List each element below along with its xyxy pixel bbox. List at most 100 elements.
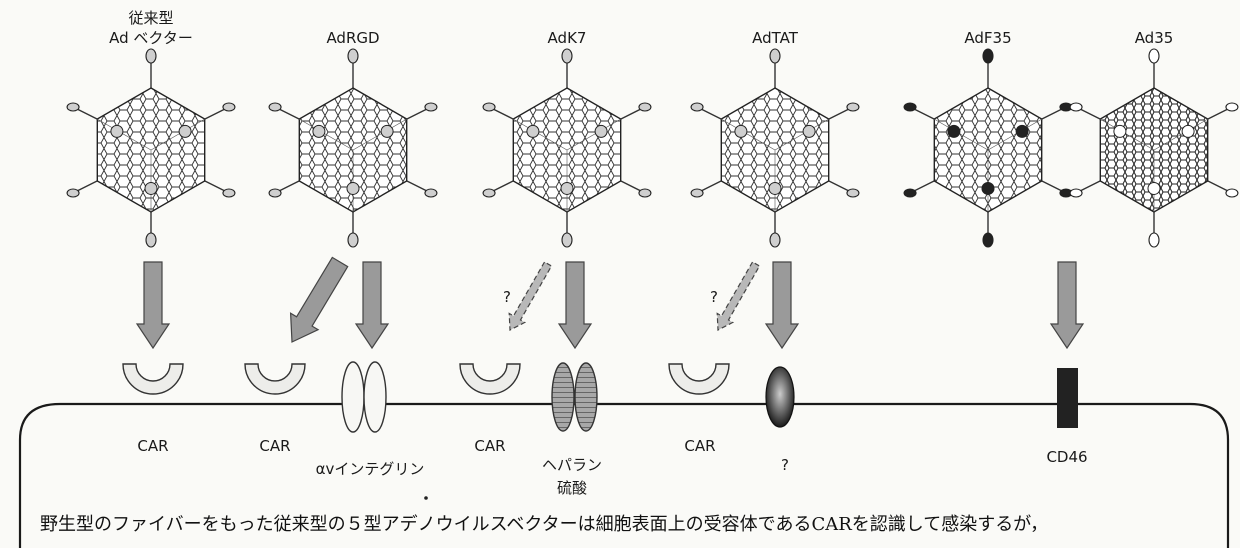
car-label-2: CAR [259, 437, 290, 455]
heparan-sulfate-right [575, 363, 597, 431]
fiber-knob [691, 103, 703, 111]
penton-base [1148, 182, 1160, 194]
fiber-knob [348, 233, 358, 247]
penton-base [111, 125, 123, 137]
fiber-knob [562, 49, 572, 63]
cd46-label: CD46 [1046, 448, 1087, 466]
penton-base [347, 182, 359, 194]
arrow-adrgd-to-integrin [356, 262, 388, 348]
heparan-sulfate-left [552, 363, 574, 431]
fiber-knob [1226, 103, 1238, 111]
fiber-knob [269, 189, 281, 197]
car-receptor-3 [460, 364, 520, 394]
virus-particle-5 [904, 49, 1072, 247]
unknown-receptor [766, 367, 794, 427]
arrow-ad35-to-cd46 [1051, 262, 1083, 348]
fiber-knob [67, 103, 79, 111]
fiber-knob [425, 189, 437, 197]
fiber-knob [223, 103, 235, 111]
car-label-1: CAR [137, 437, 168, 455]
virus-particle-3 [483, 49, 651, 247]
fiber-knob [348, 49, 358, 63]
fiber-knob [483, 103, 495, 111]
penton-base [948, 125, 960, 137]
fiber-knob [639, 103, 651, 111]
fiber-knob [146, 233, 156, 247]
virus-particle-6 [1070, 49, 1238, 247]
car-label-4: CAR [684, 437, 715, 455]
unknown-receptor-label: ? [781, 456, 789, 474]
fiber-knob [770, 233, 780, 247]
penton-base [381, 125, 393, 137]
arrow-conventional-to-car [137, 262, 169, 348]
virus-particle-2 [269, 49, 437, 247]
fiber-knob [562, 233, 572, 247]
fiber-knob [1226, 189, 1238, 197]
integrin-subunit-alpha [342, 362, 364, 432]
vector-title-adk7: AdK7 [548, 29, 587, 47]
penton-base [735, 125, 747, 137]
penton-base [179, 125, 191, 137]
car-receptor-2 [245, 364, 305, 394]
vector-title-adrgd: AdRGD [326, 29, 379, 47]
arrow-adtat-to-unknown [766, 262, 798, 348]
fiber-knob [983, 233, 993, 247]
penton-base [595, 125, 607, 137]
integrin-subunit-beta [364, 362, 386, 432]
fiber-knob [639, 189, 651, 197]
fiber-knob [904, 103, 916, 111]
heparan-label-line2: 硫酸 [557, 479, 587, 497]
penton-base [1114, 125, 1126, 137]
fiber-knob [847, 103, 859, 111]
figure-caption: 野生型のファイバーをもった従来型の５型アデノウイルスベクターは細胞表面上の受容体… [40, 510, 1230, 536]
fiber-knob [1149, 49, 1159, 63]
vector-title-adtat: AdTAT [752, 29, 799, 47]
integrin-label: αvインテグリン [316, 460, 425, 478]
arrow-adrgd-to-car [291, 257, 348, 342]
vector-title-conventional: 従来型 [128, 9, 173, 27]
fiber-knob [1070, 189, 1082, 197]
arrow-adtat-to-car [717, 262, 759, 330]
penton-base [1182, 125, 1194, 137]
fiber-knob [146, 49, 156, 63]
fiber-knob [770, 49, 780, 63]
fiber-knob [983, 49, 993, 63]
penton-base [982, 182, 994, 194]
car-label-3: CAR [474, 437, 505, 455]
virus-particle-1 [67, 49, 235, 247]
fiber-knob [1070, 103, 1082, 111]
fiber-knob [67, 189, 79, 197]
receptors [123, 362, 1078, 432]
vector-title-ad35: Ad35 [1135, 29, 1174, 47]
penton-base [1016, 125, 1028, 137]
fiber-knob [269, 103, 281, 111]
virus-particles [67, 49, 1238, 247]
penton-base [769, 182, 781, 194]
virus-particle-4 [691, 49, 859, 247]
vector-title-adf35: AdF35 [964, 29, 1011, 47]
fiber-knob [223, 189, 235, 197]
arrow-adk7-to-heparan [559, 262, 591, 348]
penton-base [803, 125, 815, 137]
heparan-label-line1: ヘパラン [542, 456, 602, 474]
arrow-question-mark-adk7: ? [503, 288, 511, 306]
car-receptor-1 [123, 364, 183, 394]
cd46-receptor [1057, 368, 1078, 428]
fiber-knob [691, 189, 703, 197]
fiber-knob [483, 189, 495, 197]
stray-dot [424, 496, 428, 500]
arrow-question-mark-adtat: ? [710, 288, 718, 306]
car-receptor-4 [669, 364, 729, 394]
fiber-knob [904, 189, 916, 197]
penton-base [145, 182, 157, 194]
penton-base [561, 182, 573, 194]
arrow-adk7-to-car [509, 262, 551, 330]
penton-base [313, 125, 325, 137]
vector-title-conventional-line2: Ad ベクター [109, 29, 193, 47]
penton-base [527, 125, 539, 137]
binding-arrows [137, 257, 1083, 348]
fiber-knob [847, 189, 859, 197]
fiber-knob [1149, 233, 1159, 247]
